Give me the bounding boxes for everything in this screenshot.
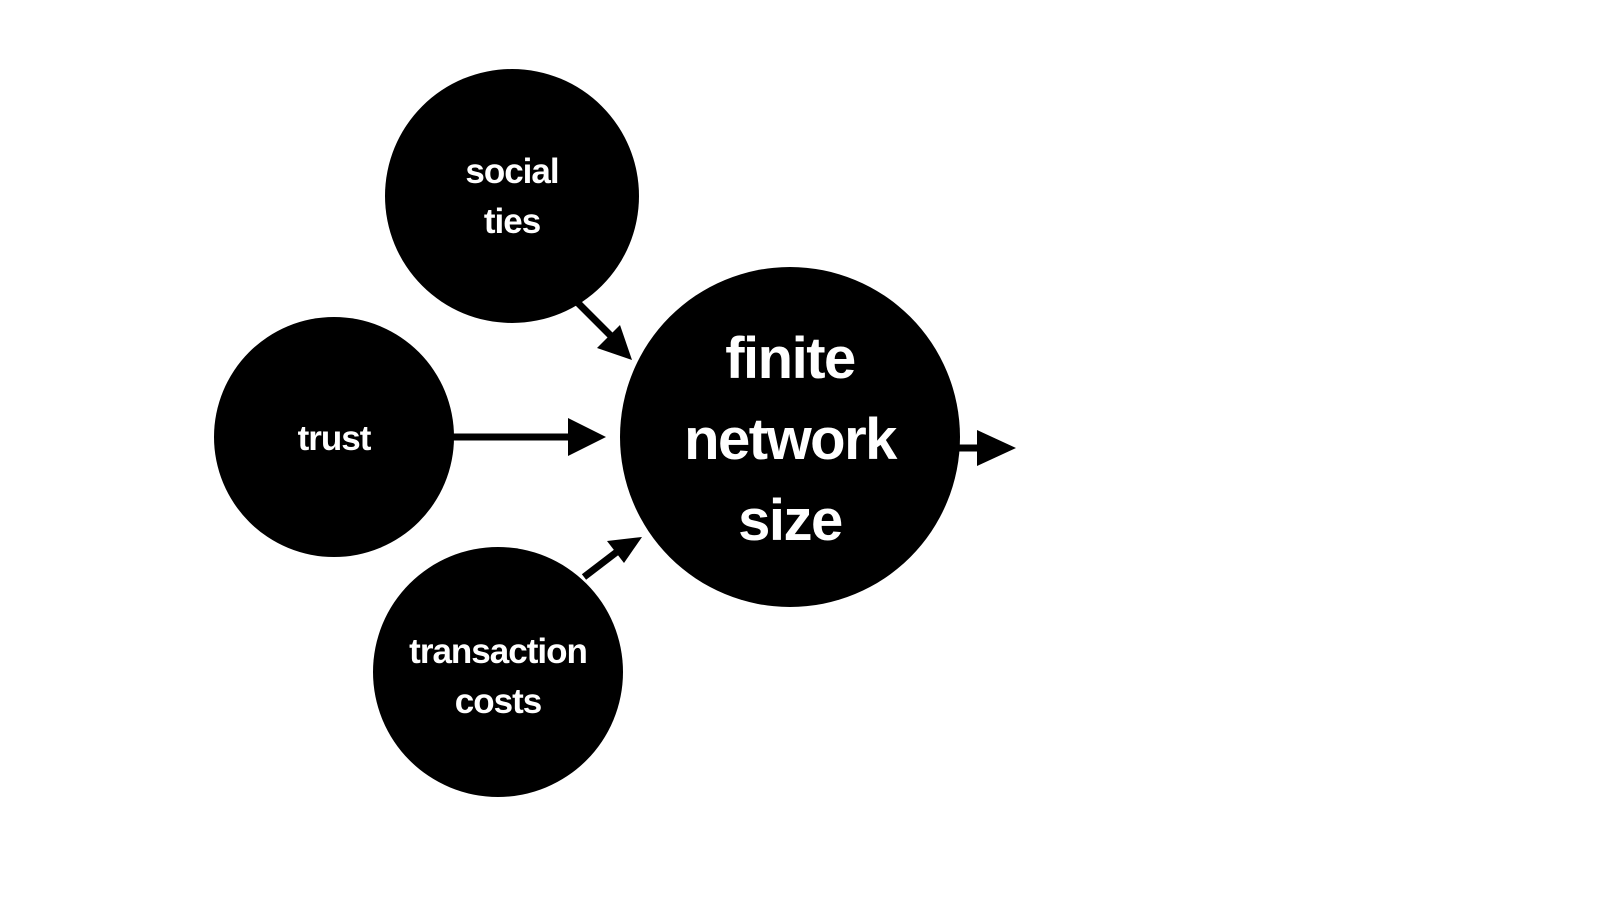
arrow-network-size-outward [958,430,1016,466]
node-social-ties-circle [385,69,639,323]
node-transaction-costs: transaction costs [373,547,623,797]
node-transaction-costs-label-line2: costs [455,682,542,721]
node-finite-network-size-label-line1: finite [725,326,855,391]
node-trust-label: trust [298,419,372,458]
arrow-social-ties-to-network-size [575,300,632,360]
node-trust: trust [214,317,454,557]
node-finite-network-size-label-line2: network [684,407,898,472]
node-transaction-costs-circle [373,547,623,797]
node-finite-network-size: finite network size [620,267,960,607]
node-social-ties-label-line1: social [465,152,558,191]
arrow-trust-to-network-size [452,418,606,456]
node-trust-circle [214,317,454,557]
node-social-ties-label-line2: ties [484,202,541,241]
arrow-transaction-costs-to-network-size [581,537,642,580]
node-finite-network-size-label-line3: size [738,488,842,553]
node-finite-network-size-circle [620,267,960,607]
node-transaction-costs-label-line1: transaction [409,632,587,671]
node-social-ties: social ties [385,69,639,323]
